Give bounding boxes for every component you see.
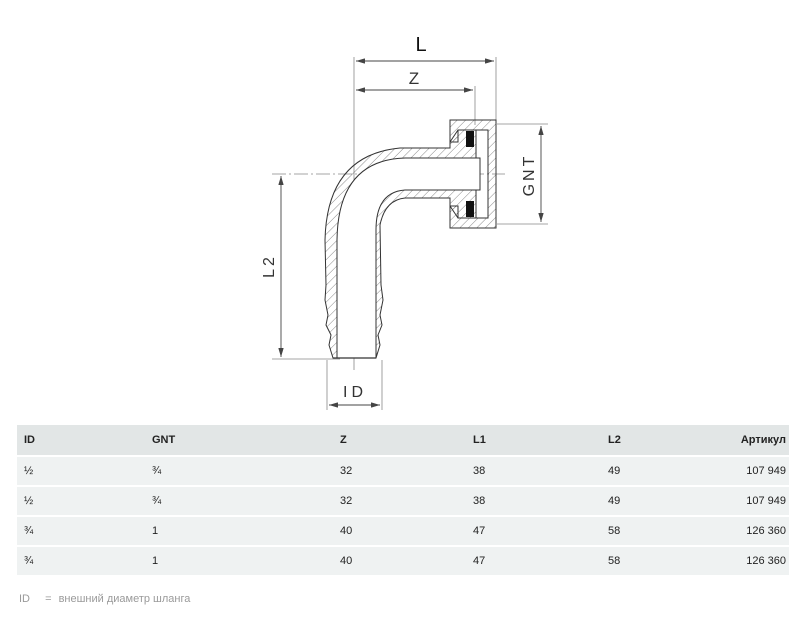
col-z: Z — [333, 425, 466, 457]
cell: 40 — [333, 546, 466, 577]
cell: 47 — [466, 516, 601, 547]
cell: 58 — [601, 546, 663, 577]
cell: 107 949 — [662, 456, 789, 487]
cell: 32 — [333, 456, 466, 487]
cell: 126 360 — [662, 516, 789, 547]
cell: 47 — [466, 546, 601, 577]
cell: ¾ — [145, 456, 333, 487]
fitting-drawing: L Z GNT L2 ID — [261, 34, 548, 410]
cell: ¾ — [17, 516, 145, 547]
cell: ¾ — [17, 546, 145, 577]
cell: 1 — [145, 516, 333, 547]
dim-label-gnt: GNT — [521, 154, 538, 197]
cell: 38 — [466, 486, 601, 517]
dim-label-l2: L2 — [261, 254, 278, 278]
cell: 49 — [601, 456, 663, 487]
col-article: Артикул — [662, 425, 789, 457]
cell: ½ — [17, 486, 145, 517]
cell: ½ — [17, 456, 145, 487]
cell: 58 — [601, 516, 663, 547]
col-id: ID — [17, 425, 145, 457]
col-gnt: GNT — [145, 425, 333, 457]
footnote: ID = внешний диаметр шланга — [19, 593, 202, 605]
footnote-eq: = — [45, 593, 52, 605]
dim-label-z: Z — [409, 69, 419, 88]
cell: 1 — [145, 546, 333, 577]
dim-label-l: L — [415, 34, 426, 56]
cell: 32 — [333, 486, 466, 517]
table-header-row: ID GNT Z L1 L2 Артикул — [17, 425, 789, 457]
cell: 40 — [333, 516, 466, 547]
col-l2: L2 — [601, 425, 663, 457]
footnote-key: ID — [19, 593, 30, 605]
footnote-text: внешний диаметр шланга — [58, 593, 191, 605]
cell: 126 360 — [662, 546, 789, 577]
cell: 38 — [466, 456, 601, 487]
cell: ¾ — [145, 486, 333, 517]
dim-label-id: ID — [343, 384, 367, 401]
cell: 49 — [601, 486, 663, 517]
cell: 107 949 — [662, 486, 789, 517]
col-l1: L1 — [466, 425, 601, 457]
